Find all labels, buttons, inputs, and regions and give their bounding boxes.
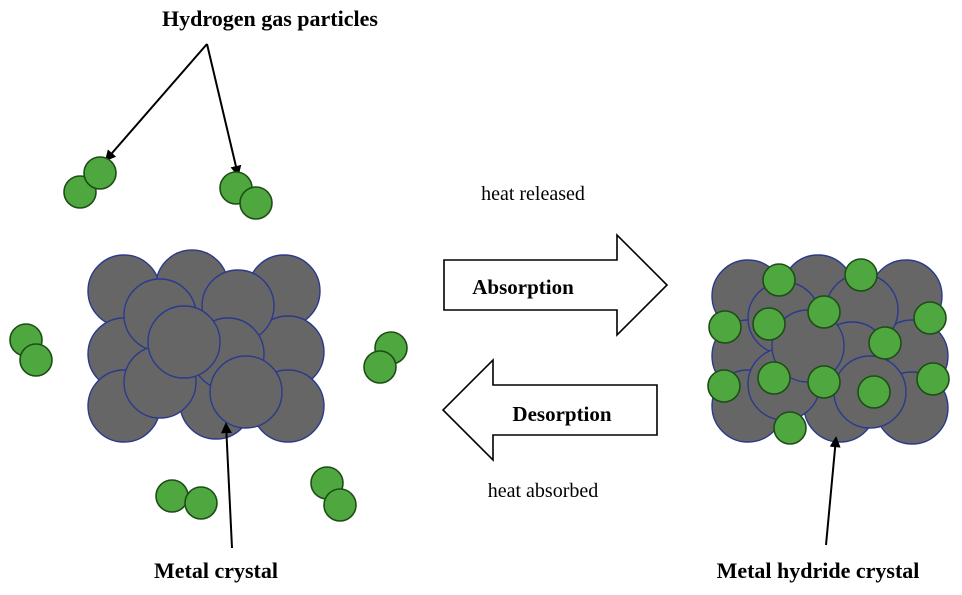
- hydrogen-atom: [184, 486, 218, 520]
- hydrogen-atom: [844, 258, 878, 292]
- hydrogen-molecule: [310, 466, 357, 522]
- desorption-arrow: [441, 358, 658, 462]
- metal-atom: [147, 305, 221, 379]
- metal-hydride-crystal-cluster: [707, 254, 950, 445]
- hydrogen-atom: [323, 488, 357, 522]
- hydrogen-molecule: [219, 171, 273, 220]
- hydrogen-molecule: [9, 323, 53, 377]
- hydrogen-atom: [807, 295, 841, 329]
- hydrogen-atom: [857, 375, 891, 409]
- hydrogen-atom: [868, 326, 902, 360]
- hydrogen-molecule: [63, 156, 117, 209]
- pointer-arrow-metal-hydride: [825, 436, 841, 546]
- metal-crystal-label: Metal crystal: [154, 558, 278, 583]
- hydrogen-atom: [752, 307, 786, 341]
- metal-crystal-cluster: [87, 249, 325, 443]
- hydrogen-atom: [913, 301, 947, 335]
- heat-absorbed-label: heat absorbed: [488, 480, 599, 502]
- hydrogen-molecule: [363, 331, 408, 384]
- hydrogen-atom: [707, 369, 741, 403]
- desorption-label: Desorption: [512, 402, 611, 426]
- hydrogen-atom: [19, 343, 53, 377]
- hydrogen-atom: [363, 350, 397, 384]
- metal-hydride-crystal-label: Metal hydride crystal: [717, 558, 920, 583]
- hydrogen-molecule: [155, 479, 218, 520]
- absorption-label: Absorption: [472, 275, 574, 299]
- hydrogen-atom: [757, 361, 791, 395]
- hydrogen-atom: [155, 479, 189, 513]
- hydrogen-atom: [83, 156, 117, 190]
- metal-atom: [209, 355, 283, 429]
- hydrogen-atom: [773, 411, 807, 445]
- hydrogen-atom: [762, 263, 796, 297]
- absorption-arrow: [443, 233, 669, 337]
- pointer-arrow-left-molecule: [104, 43, 208, 162]
- hydrogen-atom: [916, 362, 950, 396]
- hydrogen-atom: [708, 310, 742, 344]
- heat-released-label: heat released: [481, 183, 585, 205]
- pointer-arrow-metal-crystal: [220, 422, 233, 549]
- pointer-arrow-right-molecule: [206, 43, 242, 177]
- hydrogen-atom: [807, 365, 841, 399]
- hydrogen-gas-label: Hydrogen gas particles: [162, 6, 378, 31]
- hydrogen-atom: [239, 186, 273, 220]
